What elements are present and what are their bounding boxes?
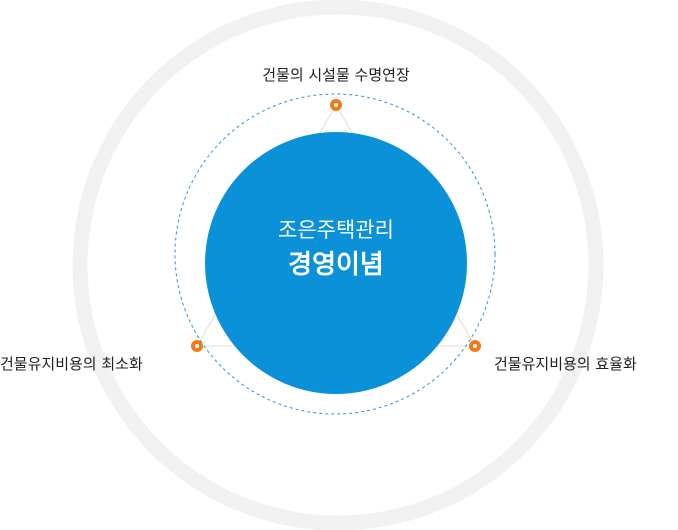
outer-ring — [72, 0, 604, 530]
node-dot-right — [469, 340, 481, 352]
node-label-top: 건물의 시설물 수명연장 — [262, 66, 410, 84]
center-text-block: 조은주택관리 경영이념 — [205, 215, 467, 283]
node-dot-top — [330, 99, 342, 111]
node-label-left: 건물유지비용의 최소화 — [0, 355, 143, 373]
center-title: 경영이념 — [288, 250, 384, 280]
center-circle — [205, 132, 467, 394]
center-subtitle: 조은주택관리 — [278, 218, 394, 242]
node-label-right: 건물유지비용의 효율화 — [494, 355, 637, 373]
dashed-orbit — [174, 93, 496, 415]
node-dot-left — [191, 340, 203, 352]
